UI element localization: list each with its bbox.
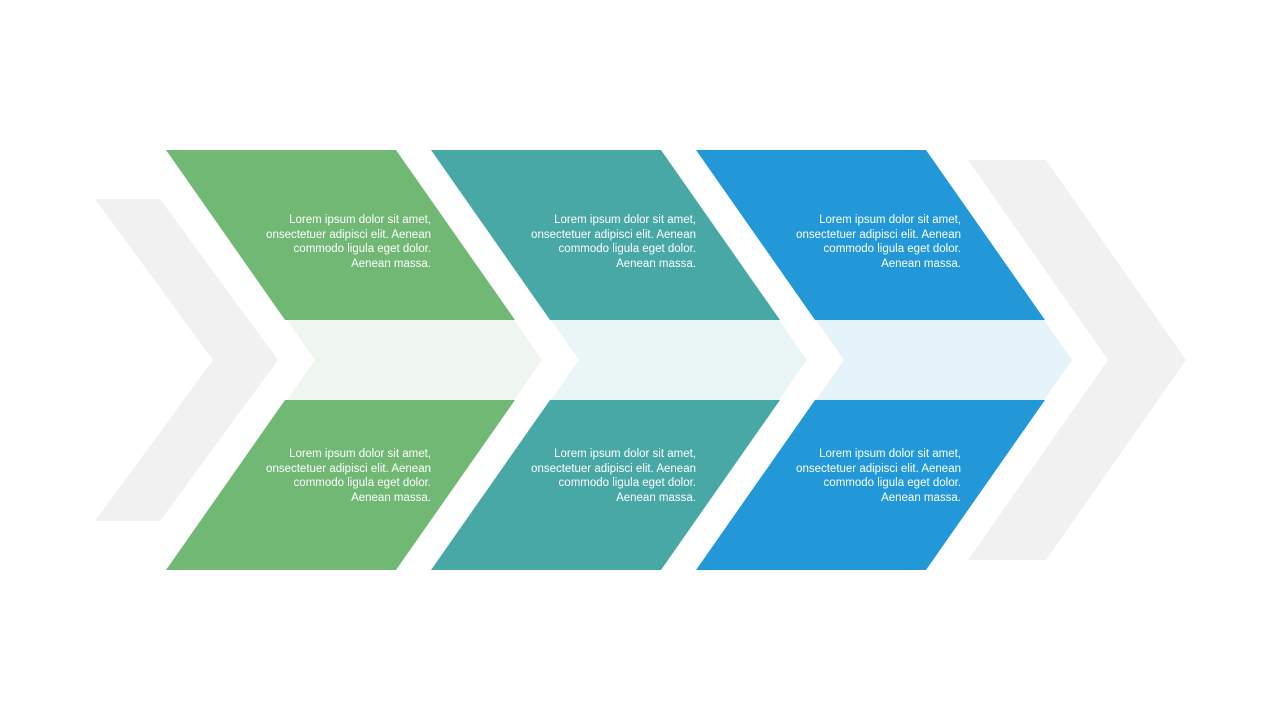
stage-2-bottom-text: Lorem ipsum dolor sit amet, onsectetuer …: [496, 447, 696, 505]
stage-1-bottom-text: Lorem ipsum dolor sit amet, onsectetuer …: [231, 447, 431, 505]
text-line: onsectetuer adipisci elit. Aenean: [796, 462, 961, 475]
band-arrow-2: [551, 320, 807, 400]
text-line: commodo ligula eget dolor.: [823, 477, 961, 489]
ghost-chevron-right: [968, 160, 1186, 560]
text-line: onsectetuer adipisci elit. Aenean: [531, 228, 696, 241]
ghost-chevron-left: [95, 199, 278, 521]
stage-1-bottom-shape: [166, 400, 515, 570]
text-line: commodo ligula eget dolor.: [558, 477, 696, 489]
stage-3-bottom-shape: [696, 400, 1045, 570]
text-line: Aenean massa.: [881, 491, 961, 504]
text-line: commodo ligula eget dolor.: [293, 477, 431, 489]
stage-2-top-text: Lorem ipsum dolor sit amet, onsectetuer …: [496, 213, 696, 271]
text-line: onsectetuer adipisci elit. Aenean: [531, 462, 696, 475]
text-line: Aenean massa.: [351, 491, 431, 504]
text-line: Aenean massa.: [351, 257, 431, 270]
text-line: onsectetuer adipisci elit. Aenean: [266, 228, 431, 241]
text-line: Lorem ipsum dolor sit amet,: [819, 448, 961, 460]
stage-1-top-text: Lorem ipsum dolor sit amet, onsectetuer …: [231, 213, 431, 271]
text-line: Lorem ipsum dolor sit amet,: [554, 448, 696, 460]
stage-2-top-shape: [431, 150, 780, 320]
band-arrow-3: [816, 320, 1072, 400]
text-line: Aenean massa.: [881, 257, 961, 270]
text-line: commodo ligula eget dolor.: [293, 243, 431, 255]
text-line: commodo ligula eget dolor.: [823, 243, 961, 255]
band-arrow-1: [287, 320, 542, 400]
text-line: Lorem ipsum dolor sit amet,: [554, 214, 696, 226]
text-line: Aenean massa.: [616, 491, 696, 504]
stage-3-bottom-text: Lorem ipsum dolor sit amet, onsectetuer …: [761, 447, 961, 505]
text-line: Lorem ipsum dolor sit amet,: [289, 448, 431, 460]
stage-2-bottom-shape: [431, 400, 780, 570]
text-line: commodo ligula eget dolor.: [558, 243, 696, 255]
text-line: Lorem ipsum dolor sit amet,: [289, 214, 431, 226]
stage-3-top-text: Lorem ipsum dolor sit amet, onsectetuer …: [761, 213, 961, 271]
text-line: Aenean massa.: [616, 257, 696, 270]
stage-3-top-shape: [696, 150, 1045, 320]
text-line: onsectetuer adipisci elit. Aenean: [796, 228, 961, 241]
text-line: Lorem ipsum dolor sit amet,: [819, 214, 961, 226]
text-line: onsectetuer adipisci elit. Aenean: [266, 462, 431, 475]
stage-1-top-shape: [166, 150, 515, 320]
